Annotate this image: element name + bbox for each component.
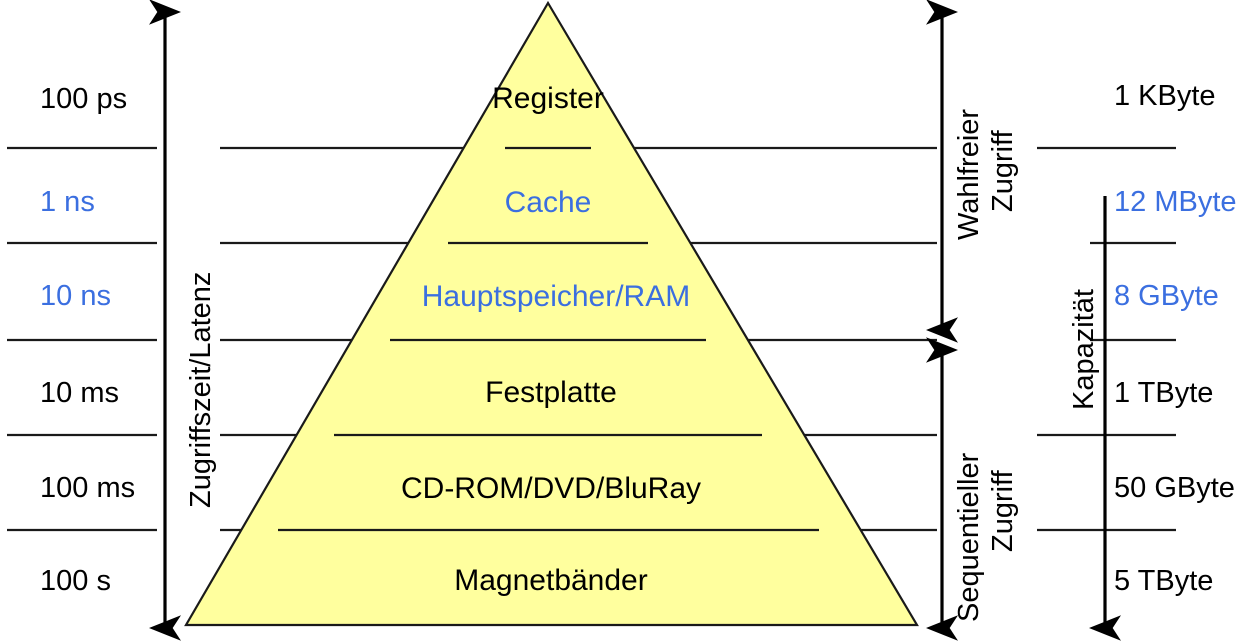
latency-value-4: 100 ms xyxy=(40,472,135,504)
latency-value-5: 100 s xyxy=(40,565,111,597)
level-name-3: Festplatte xyxy=(485,376,617,409)
random-access-label-line1: Wahlfreier xyxy=(953,109,985,240)
random-access-label-line2: Zugriff xyxy=(987,129,1019,212)
latency-axis-label: Zugriffszeit/Latenz xyxy=(185,272,217,508)
level-name-2: Hauptspeicher/RAM xyxy=(422,280,690,313)
capacity-axis: Kapazität xyxy=(1068,196,1121,641)
capacity-value-4: 50 GByte xyxy=(1114,472,1235,504)
latency-value-1: 1 ns xyxy=(40,186,95,218)
sequential-access-label-line2: Zugriff xyxy=(987,469,1019,552)
capacity-value-2: 8 GByte xyxy=(1114,280,1219,312)
latency-axis: Zugriffszeit/Latenz xyxy=(149,0,217,641)
random-access-axis: Wahlfreier Zugriff xyxy=(926,0,1019,343)
level-name-1: Cache xyxy=(505,186,592,219)
latency-value-0: 100 ps xyxy=(40,83,127,115)
sequential-access-label-line1: Sequentieller xyxy=(953,452,985,622)
latency-value-3: 10 ms xyxy=(40,377,119,409)
capacity-value-3: 1 TByte xyxy=(1114,377,1213,409)
pyramid-level-labels: Register Cache Hauptspeicher/RAM Festpla… xyxy=(401,82,701,597)
capacity-value-1: 12 MByte xyxy=(1114,186,1237,218)
pyramid xyxy=(184,0,919,627)
capacity-value-0: 1 KByte xyxy=(1114,80,1216,112)
capacity-value-5: 5 TByte xyxy=(1114,565,1213,597)
level-name-5: Magnetbänder xyxy=(454,564,647,597)
level-name-0: Register xyxy=(492,82,604,115)
sequential-access-axis: Sequentieller Zugriff xyxy=(926,337,1019,641)
capacity-axis-label: Kapazität xyxy=(1068,289,1100,410)
level-name-4: CD-ROM/DVD/BluRay xyxy=(401,472,701,505)
latency-value-2: 10 ns xyxy=(40,280,111,312)
pyramid-outline xyxy=(184,0,919,627)
latency-values: 100 ps 1 ns 10 ns 10 ms 100 ms 100 s xyxy=(40,83,135,597)
capacity-values: 1 KByte 12 MByte 8 GByte 1 TByte 50 GByt… xyxy=(1114,80,1237,597)
